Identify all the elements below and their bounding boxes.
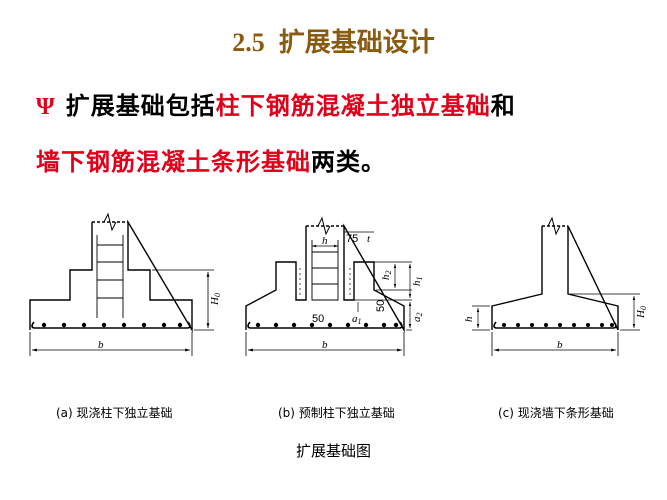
label-50-horizontal: 50 bbox=[312, 313, 324, 325]
section-title: 扩展基础设计 bbox=[278, 28, 435, 58]
intro-emphasis-2: 墙下钢筋混凝土条形基础 bbox=[36, 147, 311, 176]
intro-line-2: 墙下钢筋混凝土条形基础两类。 bbox=[36, 142, 386, 177]
label-b-c: b bbox=[557, 339, 563, 351]
label-b-a: b bbox=[98, 339, 104, 351]
label-a2: a2 bbox=[411, 313, 424, 323]
psi-bullet-icon: Ψ bbox=[36, 94, 56, 120]
label-h0-a: H0 bbox=[209, 293, 222, 306]
label-h0-c: H0 bbox=[635, 306, 648, 319]
label-a1: a1 bbox=[352, 313, 362, 326]
intro-text-1: 扩展基础包括 bbox=[65, 91, 216, 120]
figure-title: 扩展基础图 bbox=[295, 442, 371, 460]
diagram-b-isolated-precast-column bbox=[245, 216, 412, 356]
intro-text-2: 和 bbox=[490, 91, 516, 120]
page-title: 2.5 扩展基础设计 bbox=[0, 22, 667, 59]
label-h-c: h bbox=[463, 316, 475, 322]
label-t: t bbox=[367, 233, 371, 245]
label-h-b: h bbox=[322, 235, 328, 247]
intro-line-1: Ψ 扩展基础包括柱下钢筋混凝土独立基础和 bbox=[36, 86, 516, 121]
section-number: 2.5 bbox=[232, 28, 265, 57]
label-b-b: b bbox=[322, 339, 328, 351]
diagram-c-strip-wall-footing bbox=[472, 216, 640, 356]
label-75: 75 bbox=[346, 233, 358, 245]
intro-text-3: 两类。 bbox=[311, 147, 386, 176]
diagram-a-isolated-cast-column bbox=[29, 212, 214, 356]
label-50-vertical: 50 bbox=[375, 300, 387, 312]
label-h1: h1 bbox=[411, 277, 424, 287]
label-h2: h2 bbox=[380, 271, 393, 281]
caption-c: (c) 现浇墙下条形基础 bbox=[498, 406, 614, 420]
caption-b: (b) 预制柱下独立基础 bbox=[278, 406, 395, 420]
intro-emphasis-1: 柱下钢筋混凝土独立基础 bbox=[215, 91, 491, 120]
caption-a: (a) 现浇柱下独立基础 bbox=[56, 406, 173, 420]
